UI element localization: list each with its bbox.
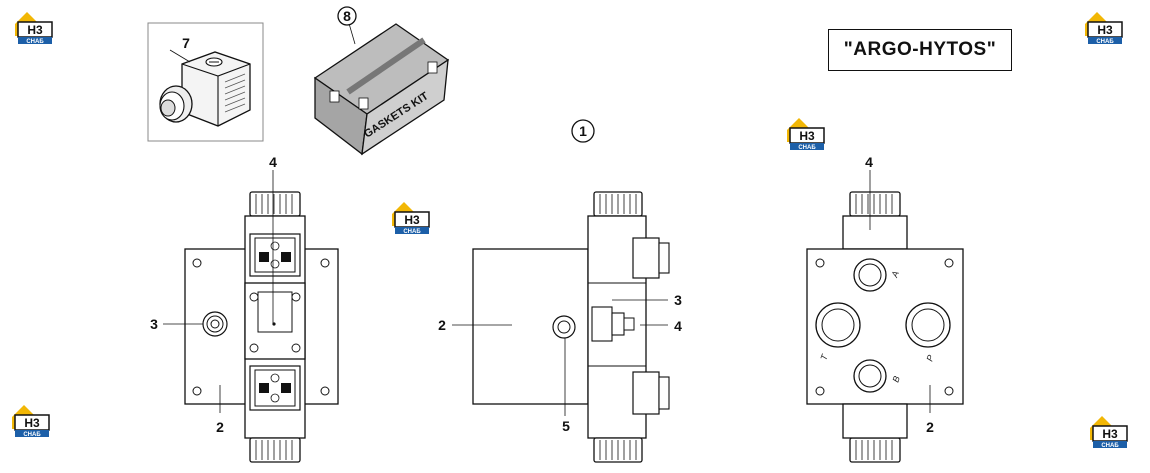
port-label-b: B xyxy=(890,375,901,384)
callout-8-circle: 8 xyxy=(337,6,357,26)
callout-1: 1 xyxy=(579,123,587,139)
logo-top-left: H3 СНАБ xyxy=(14,11,53,45)
callout-2-side: 2 xyxy=(438,317,446,333)
logo-top-right: H3 СНАБ xyxy=(1084,11,1123,45)
port-label-t: T xyxy=(818,352,830,362)
callout-4-side: 4 xyxy=(674,318,682,334)
brand-label: "ARGO-HYTOS" xyxy=(828,29,1012,71)
svg-text:СНАБ: СНАБ xyxy=(1096,39,1114,45)
callout-1-circle: 1 xyxy=(571,119,595,143)
callout-5-side: 5 xyxy=(562,418,570,434)
callout-2-front: 2 xyxy=(216,419,224,435)
svg-text:СНАБ: СНАБ xyxy=(798,145,816,151)
valve-port-view xyxy=(806,170,964,463)
callout-4-port: 4 xyxy=(865,154,873,170)
part-8-gaskets-kit: GASKETS KIT xyxy=(313,19,450,156)
svg-text:H3: H3 xyxy=(799,129,815,143)
part-7-connector xyxy=(147,22,264,142)
logo-bottom-left: H3 СНАБ xyxy=(11,404,50,438)
svg-text:СНАБ: СНАБ xyxy=(1101,443,1119,449)
callout-3-front: 3 xyxy=(150,316,158,332)
svg-text:H3: H3 xyxy=(24,416,40,430)
svg-text:H3: H3 xyxy=(27,23,43,37)
svg-text:СНАБ: СНАБ xyxy=(23,432,41,438)
callout-7: 7 xyxy=(182,35,190,51)
valve-front-view xyxy=(163,170,339,463)
logo-mid-right: H3 СНАБ xyxy=(786,117,825,151)
svg-text:СНАБ: СНАБ xyxy=(26,39,44,45)
callout-3-side: 3 xyxy=(674,292,682,308)
valve-side-view xyxy=(452,191,670,463)
callout-2-port: 2 xyxy=(926,419,934,435)
port-label-a: A xyxy=(889,270,901,280)
logo-bottom-right: H3 СНАБ xyxy=(1089,415,1128,449)
svg-text:H3: H3 xyxy=(1097,23,1113,37)
callout-4-front: 4 xyxy=(269,154,277,170)
logo-center: H3 СНАБ xyxy=(391,201,430,235)
svg-text:СНАБ: СНАБ xyxy=(403,229,421,235)
svg-text:H3: H3 xyxy=(404,213,420,227)
callout-8: 8 xyxy=(343,8,351,24)
port-label-p: P xyxy=(924,354,935,363)
svg-text:H3: H3 xyxy=(1102,427,1118,441)
